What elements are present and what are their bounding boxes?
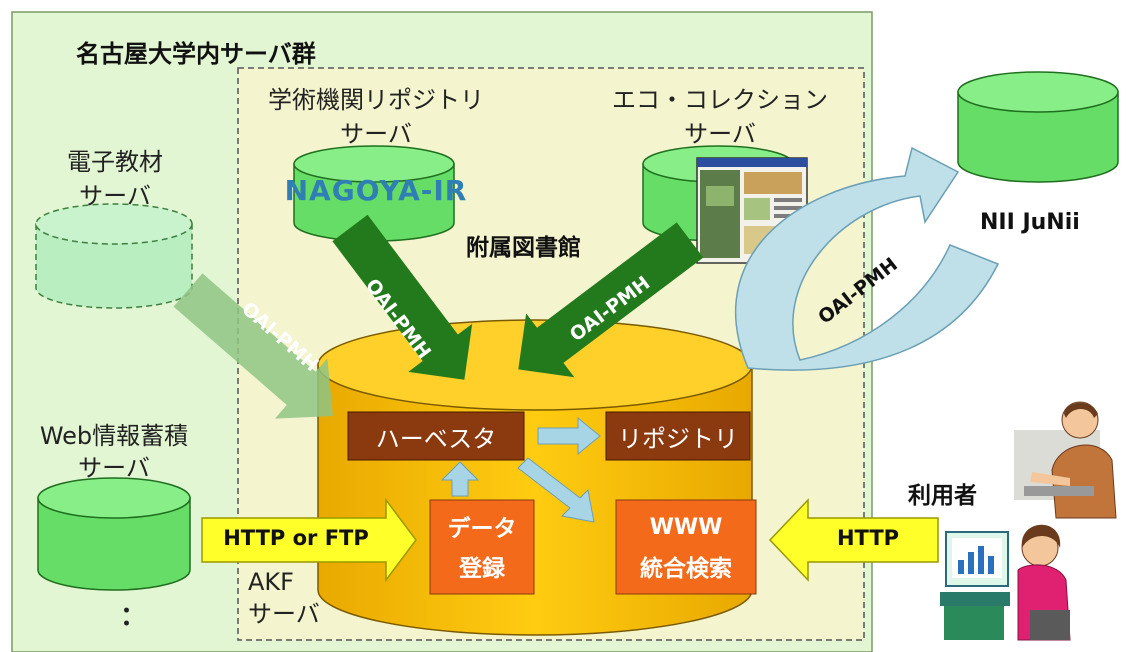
http-ftp-label: HTTP or FTP xyxy=(223,526,369,550)
data-reg-to-harvester-arrow xyxy=(440,461,480,497)
repository-server-label-1: 学術機関リポジトリ xyxy=(268,86,484,114)
eco-collection-label-1: エコ・コレクション xyxy=(612,86,828,114)
e-learning-label-2: サーバ xyxy=(79,182,151,210)
eco-collection-label-2: サーバ xyxy=(684,120,756,148)
nii-server-cylinder xyxy=(957,71,1119,183)
user-businessman-figure xyxy=(1014,401,1117,519)
nagoya-ir-logo: NAGOYA-IR xyxy=(285,174,468,207)
data-registration-label-1: データ xyxy=(447,516,517,542)
www-label: WWW xyxy=(649,514,723,540)
user-woman-computer-figure xyxy=(940,524,1071,641)
repository-server-label-2: サーバ xyxy=(340,120,412,148)
http-arrow xyxy=(768,498,939,582)
repository-server-cylinder xyxy=(293,145,455,242)
oai-pmh-arrow-elearning xyxy=(173,273,333,419)
web-archive-server-cylinder xyxy=(37,477,191,591)
http-ftp-arrow xyxy=(201,497,417,583)
repository-box xyxy=(605,411,751,461)
oai-pmh-arrow-eco xyxy=(518,222,704,378)
server-group-title: 名古屋大学内サーバ群 xyxy=(76,40,316,68)
harvester-to-www-arrow xyxy=(517,457,595,523)
svg-text:NAGOYA-IR: NAGOYA-IR xyxy=(285,174,468,207)
data-registration-label-2: 登録 xyxy=(459,556,505,582)
web-archive-label-2: サーバ xyxy=(78,454,150,482)
library-label: 附属図書館 xyxy=(466,235,581,261)
integrated-search-label: 統合検索 xyxy=(640,556,732,582)
users-label: 利用者 xyxy=(908,483,977,509)
e-learning-label-1: 電子教材 xyxy=(67,148,163,176)
www-search-box xyxy=(615,499,757,595)
oai-pmh-arrow-repository xyxy=(332,214,473,380)
nii-junii-label: NII JuNii xyxy=(980,210,1080,235)
akf-label-1: AKF xyxy=(248,568,294,596)
more-servers-ellipsis: ： xyxy=(120,602,147,632)
data-registration-box xyxy=(429,499,535,595)
harvester-to-repository-arrow xyxy=(537,416,601,456)
http-label: HTTP xyxy=(836,526,900,550)
repository-label: リポジトリ xyxy=(618,424,738,453)
harvester-label: ハーベスタ xyxy=(375,424,497,453)
oai-pmh-arrow-nii xyxy=(735,146,1000,371)
e-learning-server-cylinder xyxy=(35,203,193,309)
web-archive-label-1: Web情報蓄積 xyxy=(39,422,189,450)
akf-label-2: サーバ xyxy=(248,600,320,628)
harvester-box xyxy=(347,411,525,461)
